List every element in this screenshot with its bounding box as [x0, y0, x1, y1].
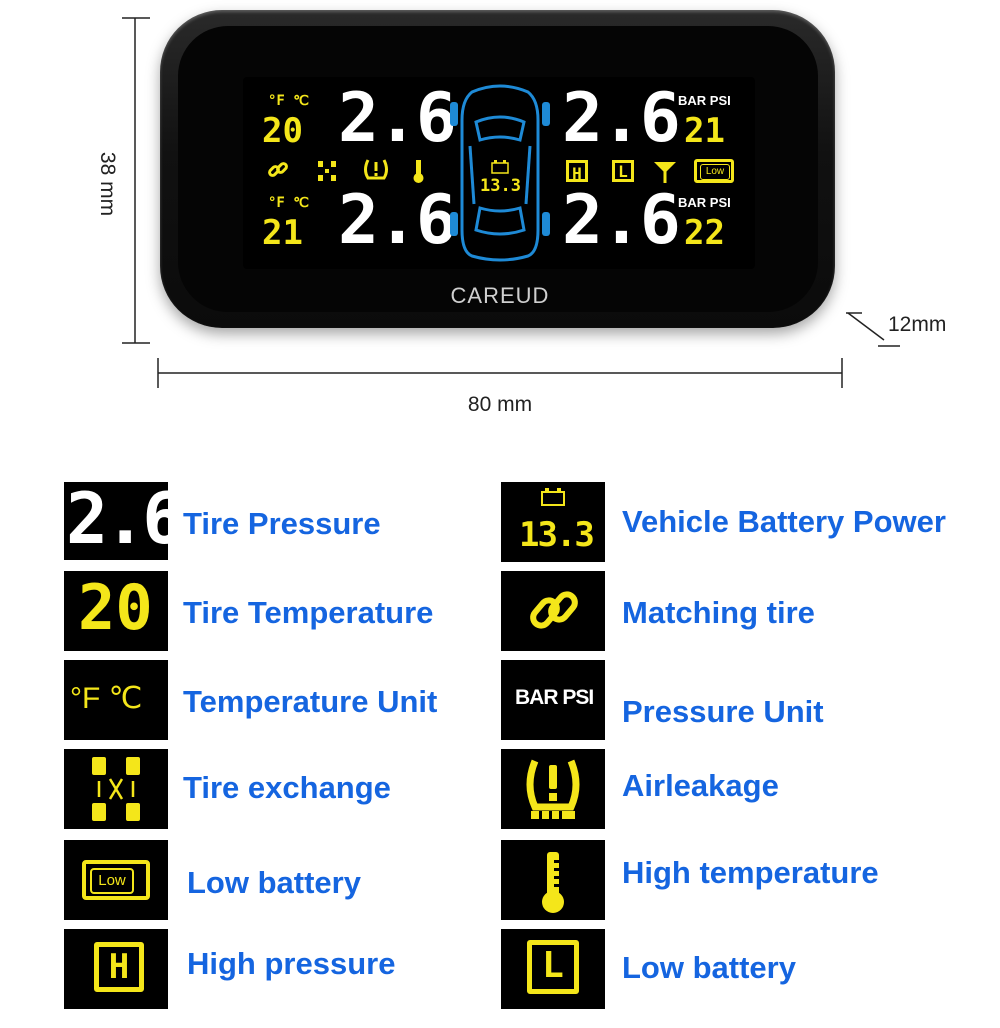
rl-pressure: 2.6 [338, 181, 457, 260]
link-icon [268, 162, 288, 177]
rr-pressure: 2.6 [562, 181, 681, 260]
label-tire-exchange: Tire exchange [183, 770, 391, 805]
label-temperature-unit: Temperature Unit [183, 684, 438, 719]
low-pressure-badge: L [612, 160, 634, 182]
car-diagram [450, 84, 550, 262]
tile-tire-exchange [64, 749, 168, 829]
tile-high-temperature [501, 840, 605, 920]
tile-tire-temperature: 20 [64, 571, 168, 651]
brand-logo: CAREUD [450, 283, 550, 308]
fl-temp-unit: °F ℃ [268, 93, 310, 109]
fl-pressure: 2.6 [338, 79, 457, 158]
tile-temperature-unit: °F ℃ [64, 660, 168, 740]
tile-tire-pressure: 2.6 [64, 478, 184, 560]
airleakage-icon [526, 759, 580, 819]
rr-temperature: 22 [684, 213, 725, 253]
tire-exchange-icon [92, 757, 140, 821]
fl-temperature: 20 [262, 111, 303, 151]
label-low-battery: Low battery [187, 865, 361, 900]
high-pressure-badge: H [566, 160, 588, 183]
thermometer-icon [413, 160, 424, 183]
tile-low-battery: Low [64, 840, 168, 920]
car-battery-icon [491, 160, 509, 174]
width-dimension: 80 mm [467, 393, 533, 416]
label-tire-temperature: Tire Temperature [183, 595, 434, 630]
depth-dimension: 12mm [888, 313, 947, 336]
label-tire-pressure: Tire Pressure [183, 506, 381, 541]
fr-pressure: 2.6 [562, 79, 681, 158]
tile-low-pressure: L [501, 929, 605, 1009]
height-dimension: 38 mm [96, 151, 119, 217]
car-battery-icon [541, 488, 565, 506]
tile-vehicle-battery: 13.3 [501, 482, 605, 562]
label-vehicle-battery-power: Vehicle Battery Power [622, 504, 946, 539]
dimension-lines [122, 17, 900, 388]
airleakage-icon [364, 159, 388, 180]
label-high-temperature: High temperature [622, 855, 879, 890]
thermometer-icon [542, 852, 564, 913]
signal-antenna-icon [654, 162, 676, 183]
label-low-battery-2: Low battery [622, 950, 796, 985]
rr-pressure-unit: BAR PSI [678, 195, 731, 210]
label-matching-tire: Matching tire [622, 595, 815, 630]
fr-pressure-unit: BAR PSI [678, 93, 731, 108]
label-pressure-unit: Pressure Unit [622, 694, 824, 729]
rl-temperature: 21 [262, 213, 303, 253]
tile-pressure-unit: BAR PSI [501, 660, 605, 740]
rl-temp-unit: °F ℃ [268, 195, 310, 211]
fr-temperature: 21 [684, 111, 725, 151]
label-airleakage: Airleakage [622, 768, 779, 803]
low-badge-text: Low [700, 164, 730, 180]
battery-voltage: 13.3 [480, 176, 521, 196]
link-icon [530, 591, 578, 629]
low-battery-indicator: Low [694, 159, 734, 183]
tire-exchange-icon [318, 161, 336, 181]
tile-matching-tire [501, 571, 605, 651]
tile-high-pressure: H [64, 929, 168, 1009]
tile-airleakage [501, 749, 605, 829]
label-high-pressure: High pressure [187, 946, 396, 981]
